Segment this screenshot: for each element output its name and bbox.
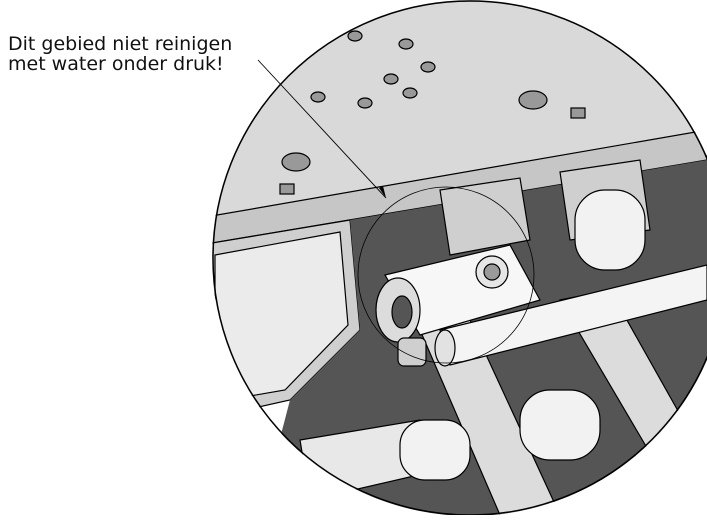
magnified-detail <box>212 0 707 516</box>
leader-arrowhead <box>379 186 386 198</box>
pin-nut <box>397 337 427 367</box>
plate-slot <box>570 107 586 119</box>
pin-end <box>434 329 456 367</box>
plate-hole <box>281 152 311 172</box>
plate-hole <box>398 38 414 50</box>
roller <box>519 389 601 461</box>
roller <box>574 189 646 271</box>
plate-hole <box>383 73 399 85</box>
area-highlight-circle <box>357 186 535 364</box>
plate-hole <box>347 30 363 42</box>
plate-slot <box>279 183 295 195</box>
block-bore <box>391 295 413 329</box>
rollers <box>399 189 646 481</box>
set-screw-head <box>483 263 501 281</box>
plate-hole <box>420 61 436 73</box>
shaft-block <box>375 244 541 343</box>
plate-hole <box>402 87 418 99</box>
callout-line-2: met water onder druk! <box>8 53 224 75</box>
plate-hole <box>310 91 326 103</box>
plate-holes <box>279 30 586 195</box>
chain-link-plate <box>439 177 531 256</box>
warning-callout: Dit gebied niet reinigen met water onder… <box>8 34 232 74</box>
roller <box>399 419 471 481</box>
callout-line-1: Dit gebied niet reinigen <box>8 33 233 55</box>
plate-hole <box>518 90 548 110</box>
leader-line <box>257 59 387 199</box>
plate-hole <box>357 97 373 109</box>
